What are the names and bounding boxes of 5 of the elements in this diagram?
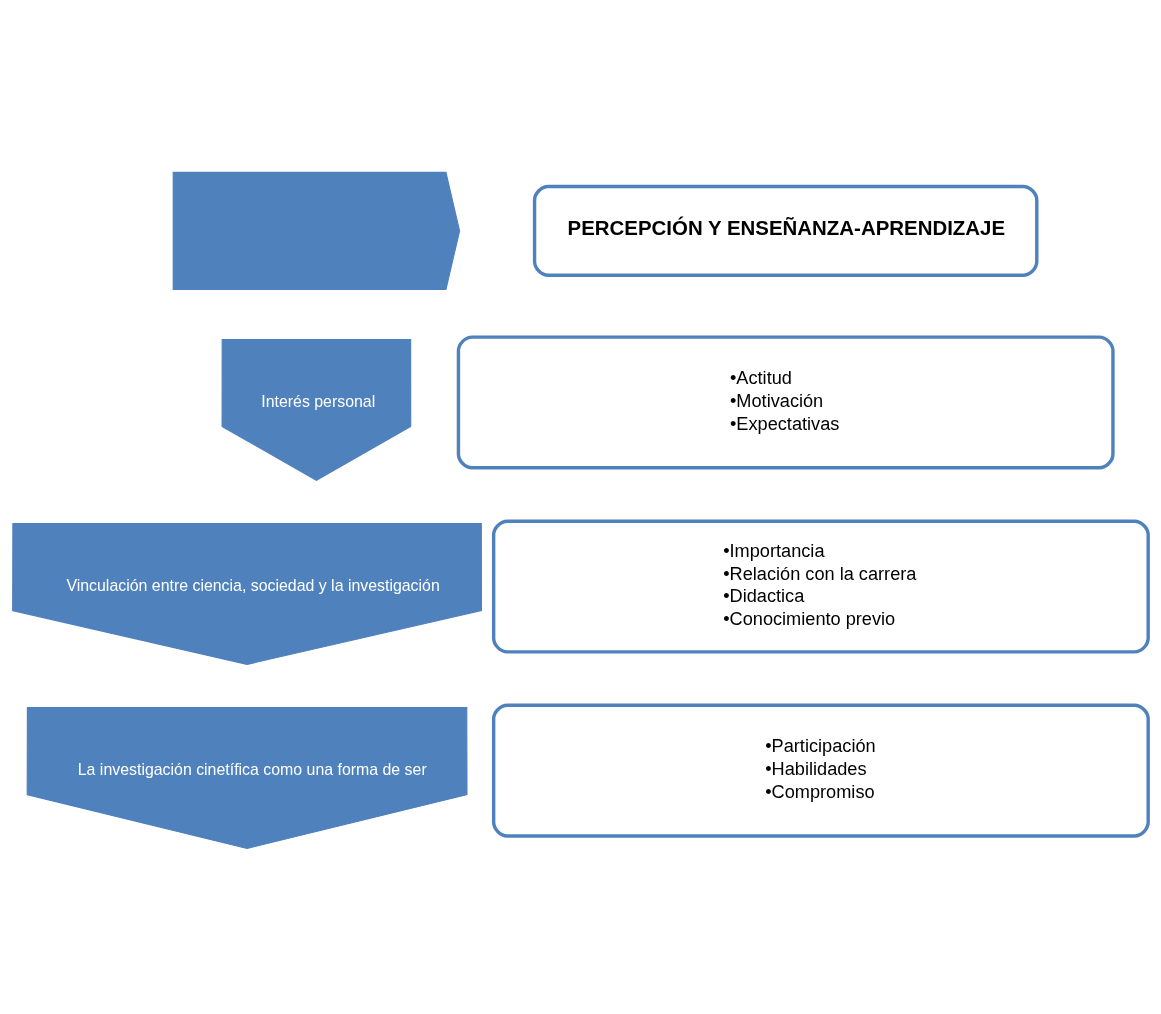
node-box: •Participación •Habilidades •Compromiso <box>491 703 1150 838</box>
node-box: •Actitud •Motivación •Expectativas <box>456 335 1115 470</box>
node-box: •Importancia •Relación con la carrera •Didactica •Conocimiento previo <box>491 519 1150 654</box>
node-chevron <box>172 171 461 290</box>
node-box: PERCEPCIÓN Y ENSEÑANZA-APRENDIZAJE <box>532 184 1039 277</box>
